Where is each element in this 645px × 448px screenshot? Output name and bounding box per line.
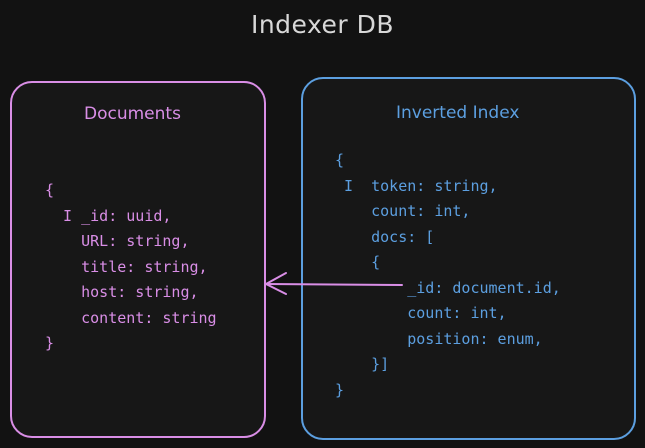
inverted-index-schema-line: _id: document.id, <box>335 278 561 297</box>
inverted-index-schema-line: position: enum, <box>335 329 543 348</box>
inverted-index-schema-line: }] <box>335 355 390 373</box>
inverted-index-schema-line: { <box>335 151 345 169</box>
inverted-index-schema-line: I token: string, <box>335 176 498 195</box>
documents-box: Documents { I _id: uuid, URL: string, ti… <box>10 81 266 438</box>
documents-schema-line: { <box>45 181 55 199</box>
inverted-index-schema: { I token: string, count: int, docs: [ {… <box>335 148 561 403</box>
documents-schema-line: title: string, <box>45 257 208 276</box>
documents-title: Documents <box>84 104 181 124</box>
arrow-head <box>265 272 287 295</box>
inverted-index-title: Inverted Index <box>396 103 520 123</box>
documents-schema-line: } <box>45 334 55 352</box>
inverted-index-schema-line: count: int, <box>335 202 471 220</box>
inverted-index-schema-line: { <box>335 253 381 271</box>
documents-schema-line: content: string <box>45 308 217 327</box>
documents-schema: { I _id: uuid, URL: string, title: strin… <box>45 178 217 357</box>
inverted-index-box: Inverted Index { I token: string, count:… <box>301 77 636 440</box>
diagram-title: Indexer DB <box>250 10 395 39</box>
inverted-index-schema-line: } <box>335 380 345 399</box>
inverted-index-schema-line: docs: [ <box>335 227 435 246</box>
documents-schema-line: I _id: uuid, <box>45 206 172 225</box>
inverted-index-schema-line: count: int, <box>335 304 507 322</box>
arrow-line <box>265 283 403 286</box>
documents-schema-line: URL: string, <box>45 232 190 250</box>
documents-schema-line: host: string, <box>45 283 199 301</box>
